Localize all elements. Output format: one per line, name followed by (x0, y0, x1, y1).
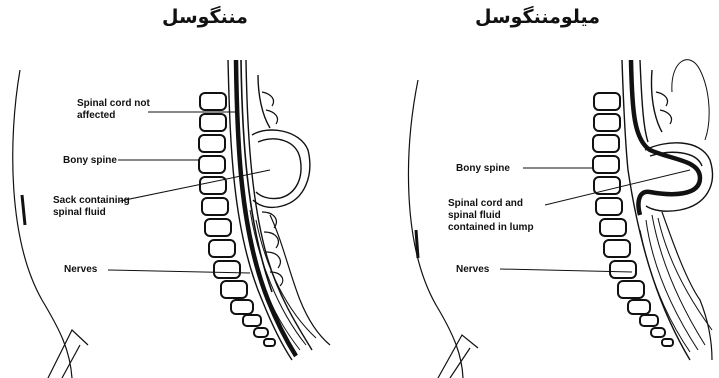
sack-left (252, 130, 310, 207)
label-bony-spine-left: Bony spine (63, 155, 117, 167)
label-sack: Sack containing spinal fluid (53, 195, 130, 219)
label-cord-not-affected: Spinal cord not affected (77, 98, 150, 122)
label-nerves-right: Nerves (456, 264, 489, 276)
label-bony-spine-right: Bony spine (456, 163, 510, 175)
label-cord-in-lump: Spinal cord and spinal fluid contained i… (448, 198, 534, 234)
left-panel-drawing (13, 60, 330, 378)
label-nerves-left: Nerves (64, 264, 97, 276)
